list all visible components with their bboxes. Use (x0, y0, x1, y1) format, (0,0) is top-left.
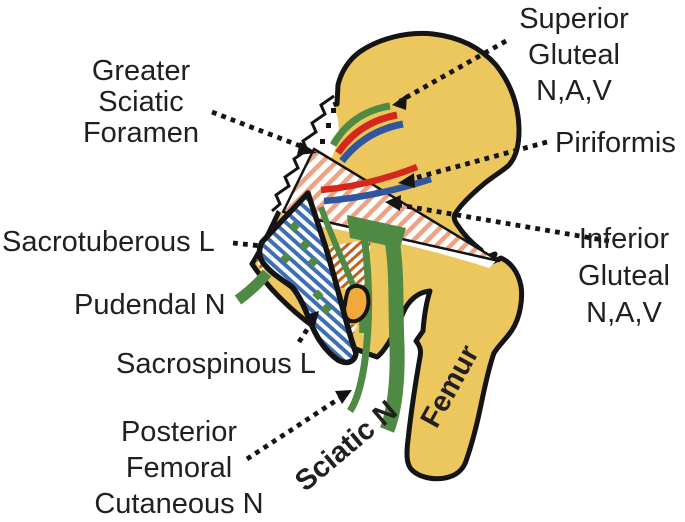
label-pudendal-nerve: Pudendal N (74, 289, 226, 321)
label-sacrotuberous-ligament: Sacrotuberous L (2, 226, 215, 258)
arrow-sacrospinous (296, 320, 315, 344)
inferior-gluteal-vein (323, 175, 433, 205)
label-posterior-femoral-cutaneous: Posterior Femoral Cutaneous N (94, 416, 264, 520)
ischial-spine (342, 283, 371, 324)
leader-arrowheads (297, 94, 415, 404)
sciatic-nerve-band (379, 228, 405, 433)
superior-gluteal-nerve (329, 102, 391, 147)
posterior-femoral-cutaneous-nerve-band (347, 227, 373, 413)
arrow-superior-gluteal (398, 38, 508, 104)
arrow-sacrotuberous (232, 240, 263, 249)
pudendal-nerve-hidden-dashes (280, 221, 332, 315)
pudendal-nerve-band (234, 269, 272, 305)
leader-arrows (211, 38, 610, 462)
label-superior-gluteal: Superior Gluteal N,A,V (519, 3, 629, 107)
arrow-posterior-femoral-cutaneous (245, 395, 342, 462)
inferior-gluteal-artery (320, 163, 419, 194)
label-piriformis: Piriformis (555, 127, 676, 159)
label-sacrospinous-ligament: Sacrospinous L (116, 348, 316, 380)
arrow-piriformis (410, 139, 548, 182)
label-inferior-gluteal: Inferior Gluteal N,A,V (578, 223, 670, 329)
superior-gluteal-artery (335, 111, 398, 156)
superior-gluteal-vein (339, 120, 404, 164)
arrow-greater-sciatic-foramen (211, 109, 304, 150)
label-greater-sciatic-foramen: Greater Sciatic Foramen (82, 55, 200, 149)
sacrotuberous-ligament (256, 190, 359, 366)
